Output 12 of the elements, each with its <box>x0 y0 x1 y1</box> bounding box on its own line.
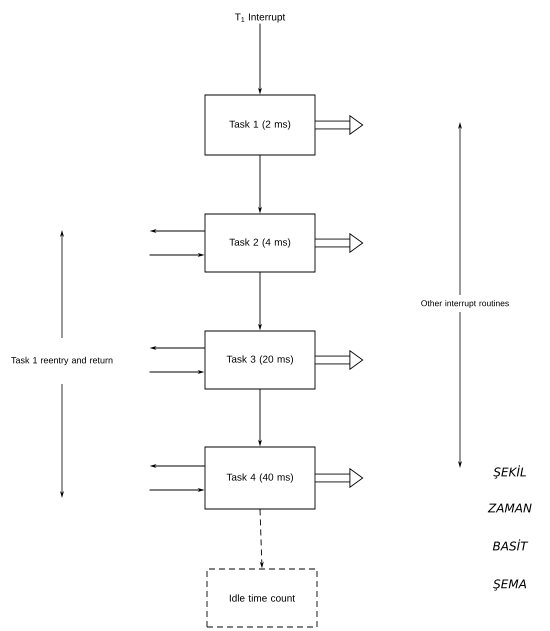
handwritten-note: BASİT <box>492 539 528 551</box>
handwritten-note: ZAMAN <box>488 504 532 512</box>
process-box: Idle time count <box>206 568 318 628</box>
process-box: Task 1 (2 ms) <box>204 94 316 156</box>
caption-text: T$_{1}$ Interrupt <box>234 14 286 22</box>
process-box: Task 4 (40 ms) <box>204 446 316 510</box>
annotation-text: Other interrupt routines <box>421 300 509 308</box>
process-box: Task 2 (4 ms) <box>204 214 316 272</box>
handwritten-note: ŞEKİL <box>493 465 526 479</box>
process-box: Task 3 (20 ms) <box>204 330 316 390</box>
annotation-text: Task 1 reentry and return <box>11 356 112 366</box>
handwritten-note: ŞEMA <box>493 579 526 591</box>
